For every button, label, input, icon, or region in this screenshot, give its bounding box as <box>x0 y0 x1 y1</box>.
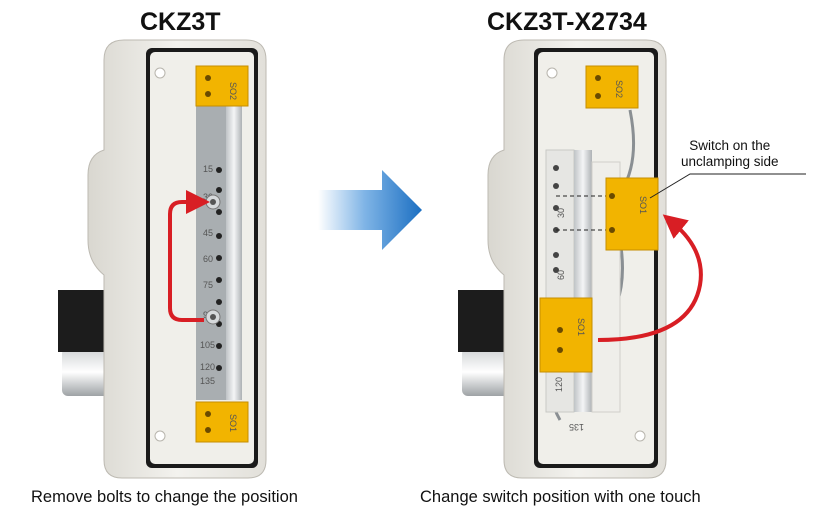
right-switch-bottom-label: SO1 <box>576 318 586 336</box>
transition-arrow <box>318 170 422 250</box>
right-caption: Change switch position with one touch <box>420 488 701 506</box>
right-connector-thread <box>462 348 510 396</box>
left-scale-mark: 45 <box>203 228 213 238</box>
left-connector-block <box>58 290 110 352</box>
right-rail <box>574 150 592 412</box>
right-scale-strip <box>545 149 575 413</box>
left-rail <box>226 92 242 400</box>
right-scale-mark: 135 <box>569 422 584 432</box>
right-screw-top <box>546 67 558 79</box>
right-scale-mark: 120 <box>554 377 564 392</box>
left-title: CKZ3T <box>140 8 221 36</box>
left-scale-mark: 15 <box>203 164 213 174</box>
left-scale-mark: 135 <box>200 376 215 386</box>
left-switch-top-label: SO2 <box>228 82 238 100</box>
right-scale-mark: 60 <box>556 270 566 280</box>
callout-leader <box>649 173 806 199</box>
right-move-arrow <box>597 214 703 342</box>
left-screw-top <box>154 67 166 79</box>
right-scale-mark: 30 <box>556 208 566 218</box>
left-scale-mark: 120 <box>200 362 215 372</box>
right-switch-unclamping: SO1 <box>605 177 659 251</box>
right-switch-top-label: SO2 <box>614 80 624 98</box>
left-connector-thread <box>62 348 110 396</box>
right-screw-bottom <box>634 430 646 442</box>
right-switch-top: SO2 <box>585 65 639 109</box>
left-caption: Remove bolts to change the position <box>31 488 298 506</box>
right-unit: 30 60 90 120 135 SO2 SO1 SO1 <box>458 39 806 479</box>
right-title: CKZ3T-X2734 <box>487 8 647 36</box>
right-switch-side-label: SO1 <box>638 196 648 214</box>
left-screw-bottom <box>154 430 166 442</box>
callout-label: Switch on the unclamping side <box>681 138 779 170</box>
left-scale-mark: 75 <box>203 280 213 290</box>
left-switch-bottom-label: SO1 <box>228 414 238 432</box>
left-hole-column <box>216 167 222 371</box>
left-unit: 15 30 45 60 75 90 105 120 135 SO2 SO1 <box>58 39 267 479</box>
callout-line2: unclamping side <box>681 154 779 169</box>
left-scale-mark: 105 <box>200 340 215 350</box>
right-connector-block <box>458 290 510 352</box>
left-switch-bottom: SO1 <box>195 401 249 443</box>
left-move-arrow <box>168 190 210 322</box>
left-scale-mark: 60 <box>203 254 213 264</box>
right-switch-bottom: SO1 <box>539 297 593 373</box>
left-switch-top: SO2 <box>195 65 249 107</box>
callout-line1: Switch on the <box>689 138 771 153</box>
